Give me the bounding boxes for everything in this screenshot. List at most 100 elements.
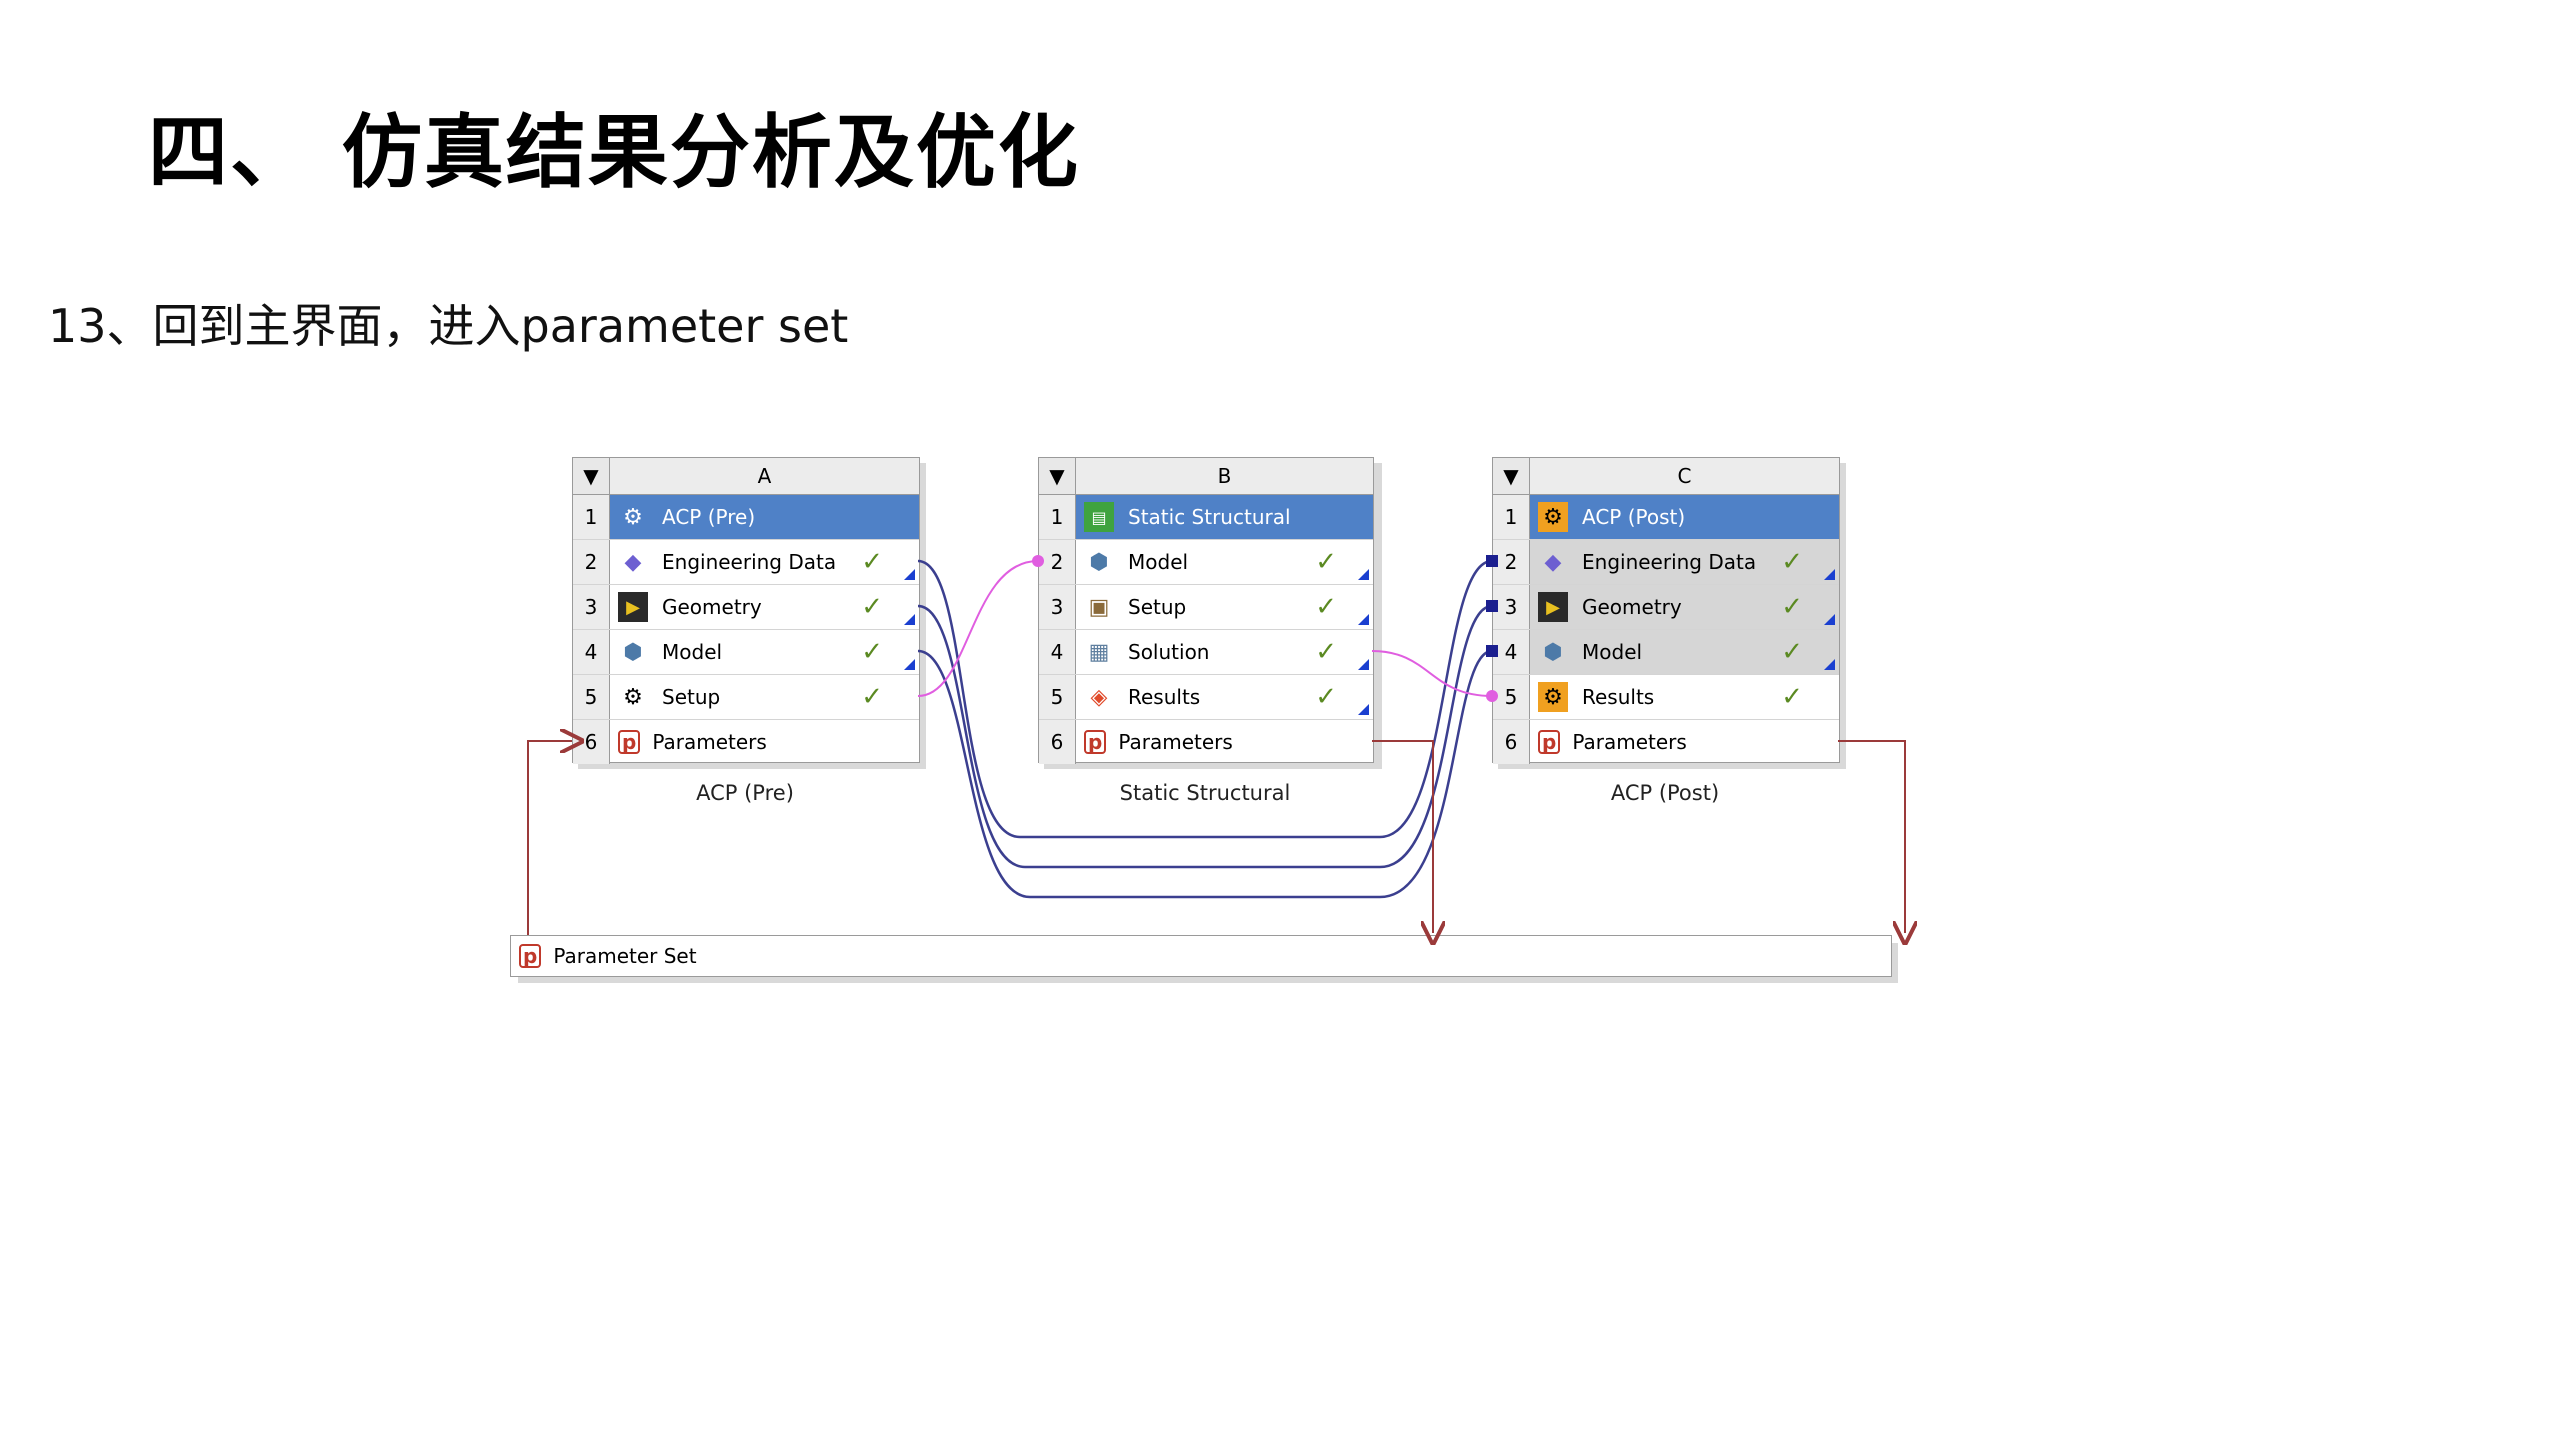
check-icon: ✓ <box>861 682 883 712</box>
parameter-set-bar[interactable]: p Parameter Set <box>510 935 1892 977</box>
corner-marker-icon <box>1824 614 1835 625</box>
cell-row[interactable]: 4 ▦ Solution ✓ <box>1039 630 1373 675</box>
param-link-b <box>1372 740 1433 933</box>
model-icon: ⬢ <box>623 639 643 665</box>
param-link-c <box>1838 740 1905 933</box>
row-number: 3 <box>573 585 610 629</box>
corner-marker-icon <box>1358 569 1369 580</box>
system-caption: ACP (Post) <box>1610 781 1720 805</box>
model-icon: ⬢ <box>1543 639 1563 665</box>
row-number: 1 <box>1493 495 1530 539</box>
corner-marker-icon <box>904 659 915 670</box>
cell-row[interactable]: 2 ⬢ Model ✓ <box>1039 540 1373 585</box>
row-number: 5 <box>1039 675 1076 719</box>
solution-icon: ▦ <box>1088 639 1110 665</box>
system-b-cell[interactable]: ▼ B 1 ▤Static Structural 2 ⬢Model✓ 3 ▣Se… <box>1038 457 1374 764</box>
row-label: Static Structural <box>1128 505 1291 529</box>
cell-row[interactable]: 4 ⬢Model✓ <box>1493 630 1839 675</box>
row-label: Engineering Data <box>662 550 837 574</box>
corner-marker-icon <box>1824 659 1835 670</box>
results-gears-icon: ⚙ <box>1538 682 1568 712</box>
connection-lines <box>527 555 1920 1010</box>
setup-icon: ▣ <box>1088 594 1110 620</box>
cell-row[interactable]: 1 ⚙ACP (Pre) <box>573 495 919 540</box>
engineering-data-icon: ◆ <box>1544 549 1562 575</box>
cell-row[interactable]: 3 ▶Geometry✓ <box>1493 585 1839 630</box>
check-icon: ✓ <box>861 592 883 622</box>
cell-row[interactable]: 5 ⚙ Results ✓ <box>1493 675 1839 720</box>
check-icon: ✓ <box>1781 592 1803 622</box>
corner-marker-icon <box>1358 659 1369 670</box>
row-number: 6 <box>1039 720 1076 764</box>
corner-marker-icon <box>904 614 915 625</box>
row-number: 2 <box>573 540 610 584</box>
row-label: ACP (Pre) <box>662 505 756 529</box>
cell-row[interactable]: 1 ▤Static Structural <box>1039 495 1373 540</box>
row-label: Solution <box>1128 640 1210 664</box>
row-label: Engineering Data <box>1582 550 1757 574</box>
row-number: 5 <box>1493 675 1530 719</box>
step-instruction: 13、回到主界面，进入parameter set <box>48 299 849 353</box>
geometry-icon: ▶ <box>618 592 648 622</box>
row-label: ACP (Post) <box>1582 505 1686 529</box>
chevron-down-icon[interactable]: ▼ <box>1039 458 1076 494</box>
row-number: 4 <box>573 630 610 674</box>
row-number: 2 <box>1039 540 1076 584</box>
cell-row[interactable]: 5 ◈Results✓ <box>1039 675 1373 720</box>
system-letter: B <box>1076 458 1373 494</box>
check-icon: ✓ <box>1315 637 1337 667</box>
row-label: Model <box>1128 550 1189 574</box>
row-label: Results <box>1582 685 1655 709</box>
cell-row[interactable]: 3 ▣ Setup ✓ <box>1039 585 1373 630</box>
row-label: Setup <box>1128 595 1187 619</box>
link-a5-b2 <box>917 560 1039 697</box>
system-letter: A <box>610 458 919 494</box>
row-number: 6 <box>1493 720 1530 764</box>
cell-row[interactable]: 2 ◆Engineering Data✓ <box>573 540 919 585</box>
static-structural-icon: ▤ <box>1084 502 1114 532</box>
project-schematic: ▼ A 1 ⚙ACP (Pre) 2 ◆Engineering Data✓ 3 … <box>500 455 1920 1010</box>
link-b4-c5 <box>1371 650 1493 697</box>
row-number: 2 <box>1493 540 1530 584</box>
parameter-set-label: Parameter Set <box>553 944 697 968</box>
row-label: Parameters <box>1572 730 1687 754</box>
gears-icon: ⚙ <box>1538 502 1568 532</box>
check-icon: ✓ <box>1781 547 1803 577</box>
row-label: Setup <box>662 685 721 709</box>
row-number: 4 <box>1493 630 1530 674</box>
system-caption: ACP (Pre) <box>696 781 794 805</box>
link-a4-c4 <box>917 649 1493 899</box>
chevron-down-icon[interactable]: ▼ <box>573 458 610 494</box>
results-icon: ◈ <box>1090 684 1108 710</box>
row-number: 3 <box>1039 585 1076 629</box>
corner-marker-icon <box>904 569 915 580</box>
check-icon: ✓ <box>1315 682 1337 712</box>
row-number: 5 <box>573 675 610 719</box>
cell-row[interactable]: 4 ⬢Model✓ <box>573 630 919 675</box>
parameters-icon: p <box>519 944 542 968</box>
system-caption: Static Structural <box>1119 781 1291 805</box>
row-number: 3 <box>1493 585 1530 629</box>
check-icon: ✓ <box>1315 592 1337 622</box>
cell-row[interactable]: 1 ⚙ ACP (Post) <box>1493 495 1839 540</box>
slide-title: 四、 仿真结果分析及优化 <box>148 106 1080 199</box>
chevron-down-icon[interactable]: ▼ <box>1493 458 1530 494</box>
row-label: Model <box>1582 640 1643 664</box>
cell-row[interactable]: 5 ⚙Setup✓ <box>573 675 919 720</box>
engineering-data-icon: ◆ <box>624 549 642 575</box>
system-a-cell[interactable]: ▼ A 1 ⚙ACP (Pre) 2 ◆ Engineering Data ✓ 3 … <box>572 457 920 764</box>
system-letter: C <box>1530 458 1839 494</box>
cell-row[interactable]: 2 ◆ Engineering Data ✓ <box>1493 540 1839 585</box>
cell-row[interactable]: 3 ▶Geometry✓ <box>573 585 919 630</box>
system-c-cell[interactable]: ▼ C 1 ⚙ ACP (Post) 2 ◆ Engineering Data ✓ 3… <box>1492 457 1840 764</box>
check-icon: ✓ <box>1781 682 1803 712</box>
row-label: Model <box>662 640 723 664</box>
row-number: 4 <box>1039 630 1076 674</box>
model-icon: ⬢ <box>1089 549 1109 575</box>
check-icon: ✓ <box>1315 547 1337 577</box>
param-link-a <box>527 741 572 935</box>
geometry-icon: ▶ <box>1538 592 1568 622</box>
